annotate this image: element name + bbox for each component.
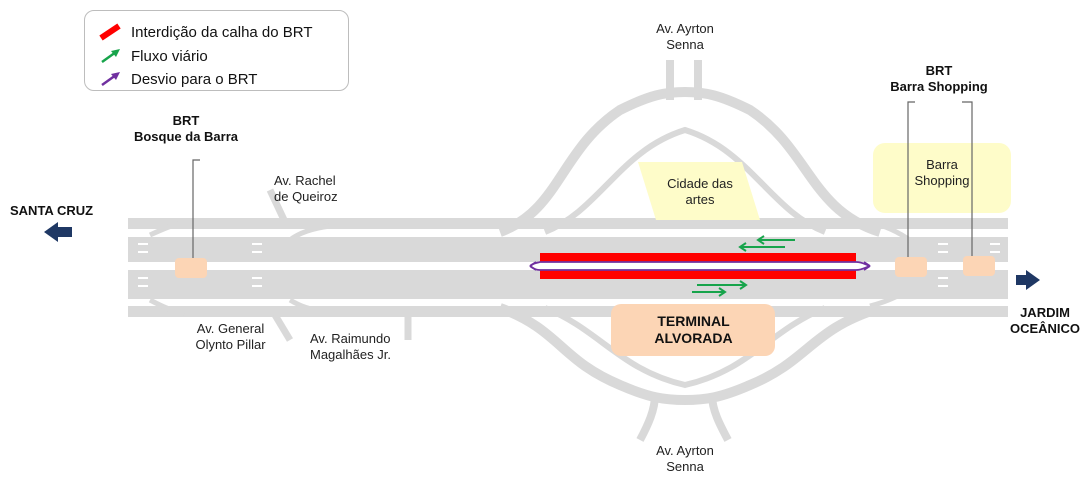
roundabout — [498, 87, 882, 405]
barra-ramp-top — [879, 222, 917, 246]
legend-label: Desvio para o BRT — [131, 70, 258, 88]
interdiction-bar-bottom — [540, 270, 856, 279]
legend-label: Interdição da calha do BRT — [131, 23, 313, 41]
rachel-ramp — [288, 223, 331, 243]
legend-label: Fluxo viário — [131, 47, 208, 65]
red-bar-icon — [99, 23, 121, 41]
label-brt-barra: BRT Barra Shopping — [890, 63, 988, 94]
bosque-ramp-top — [148, 219, 186, 238]
barra-ramp-bottom — [869, 289, 907, 309]
general-road — [271, 313, 294, 342]
label-general: Av. General Olynto Pillar — [195, 321, 266, 352]
label-raimundo: Av. Raimundo Magalhães Jr. — [310, 331, 391, 362]
cidade-das-artes-shape — [638, 162, 760, 220]
callout-bosque — [192, 159, 200, 258]
callout-lines — [192, 101, 973, 258]
label-jardim: JARDIM OCEÂNICO — [1009, 305, 1081, 336]
detour-paths — [529, 261, 871, 271]
label-brt-bosque: BRT Bosque da Barra — [133, 113, 239, 144]
ring-lower-left — [498, 303, 686, 405]
station-barra-1 — [895, 257, 927, 277]
ring-inner-top — [543, 126, 827, 235]
road-outer-bottom — [128, 306, 1008, 317]
arrow-left-icon — [44, 222, 72, 242]
label-ayrton-top: Av. Ayrton Senna — [656, 21, 714, 52]
interdiction-bar-top — [540, 253, 856, 262]
green-arrow-icon — [101, 49, 120, 64]
station-bosque — [175, 258, 207, 278]
legend-item-flow: Fluxo viário — [95, 45, 208, 67]
road-outer-top — [128, 218, 1008, 229]
rachel-road — [266, 188, 289, 224]
callout-barra-2 — [962, 101, 973, 256]
ring-upper-left — [498, 87, 686, 237]
flow-arrows — [692, 235, 795, 297]
station-barra-2 — [963, 256, 995, 276]
legend-item-interdiction: Interdição da calha do BRT — [95, 21, 313, 43]
label-ayrton-bottom: Av. Ayrton Senna — [656, 443, 714, 474]
general-ramp — [288, 297, 326, 314]
label-rachel: Av. Rachel de Queiroz — [274, 173, 338, 204]
ayrton-top-road — [666, 60, 702, 100]
terminal-box — [611, 304, 775, 356]
label-terminal: TERMINAL ALVORADA — [654, 313, 733, 346]
label-cidade: Cidade das artes — [667, 176, 733, 207]
bosque-ramp-bottom — [148, 297, 186, 316]
lane-markers — [138, 243, 1000, 287]
label-santa-cruz: SANTA CRUZ — [10, 203, 94, 218]
callout-barra-1 — [907, 101, 915, 257]
ayrton-bottom-road — [636, 394, 732, 442]
label-barra-shopping: Barra Shopping — [914, 157, 970, 188]
main-avenue — [128, 218, 1008, 317]
ring-upper-right — [684, 87, 882, 237]
ring-inner-bottom — [543, 305, 827, 389]
arrow-right-icon — [1016, 270, 1040, 290]
legend-item-detour: Desvio para o BRT — [95, 68, 257, 90]
legend: Interdição da calha do BRT Fluxo viário … — [84, 10, 349, 91]
side-roads — [148, 188, 917, 342]
ring-lower-right — [684, 303, 882, 405]
purple-arrow-icon — [101, 72, 120, 87]
